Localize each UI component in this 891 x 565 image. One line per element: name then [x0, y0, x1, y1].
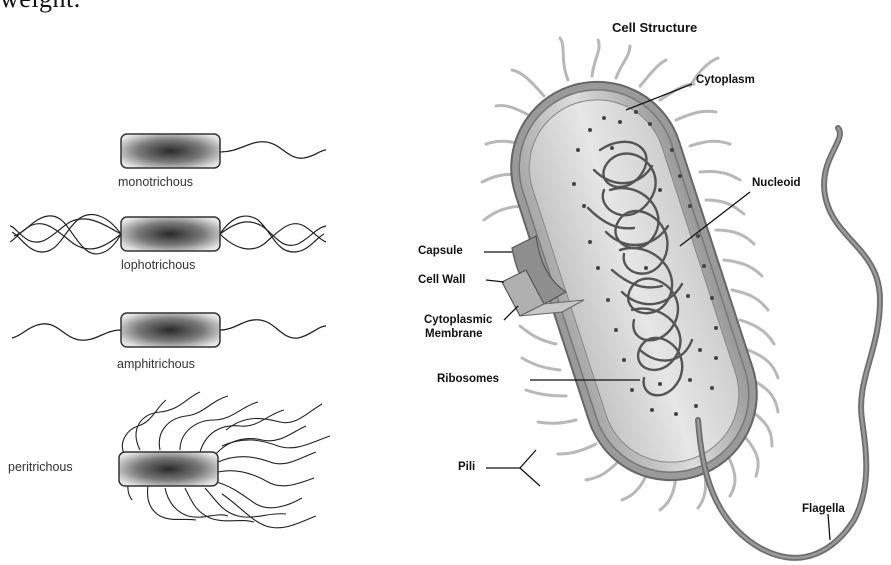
lophotrichous-label: lophotrichous — [121, 258, 195, 272]
amphitrichous-label: amphitrichous — [117, 357, 195, 371]
cytoplasmic-membrane-label-line2: Membrane — [425, 328, 483, 341]
peritrichous-label: peritrichous — [8, 460, 73, 474]
cytoplasm-label: Cytoplasm — [696, 74, 755, 87]
lophotrichous-cell — [10, 215, 326, 254]
pili-label: Pili — [458, 461, 475, 474]
cell-wall-label: Cell Wall — [418, 274, 466, 287]
ribosomes-label: Ribosomes — [437, 373, 499, 386]
capsule-label: Capsule — [418, 245, 463, 258]
cell-structure-title: Cell Structure — [612, 20, 697, 35]
monotrichous-cell — [121, 134, 326, 168]
monotrichous-label: monotrichous — [118, 175, 193, 189]
cytoplasmic-membrane-label-line1: Cytoplasmic — [424, 314, 492, 327]
peritrichous-body — [119, 452, 218, 486]
amphitrichous-cell — [12, 313, 326, 347]
flagella-label: Flagella — [802, 503, 845, 516]
nucleoid-label: Nucleoid — [752, 177, 801, 190]
